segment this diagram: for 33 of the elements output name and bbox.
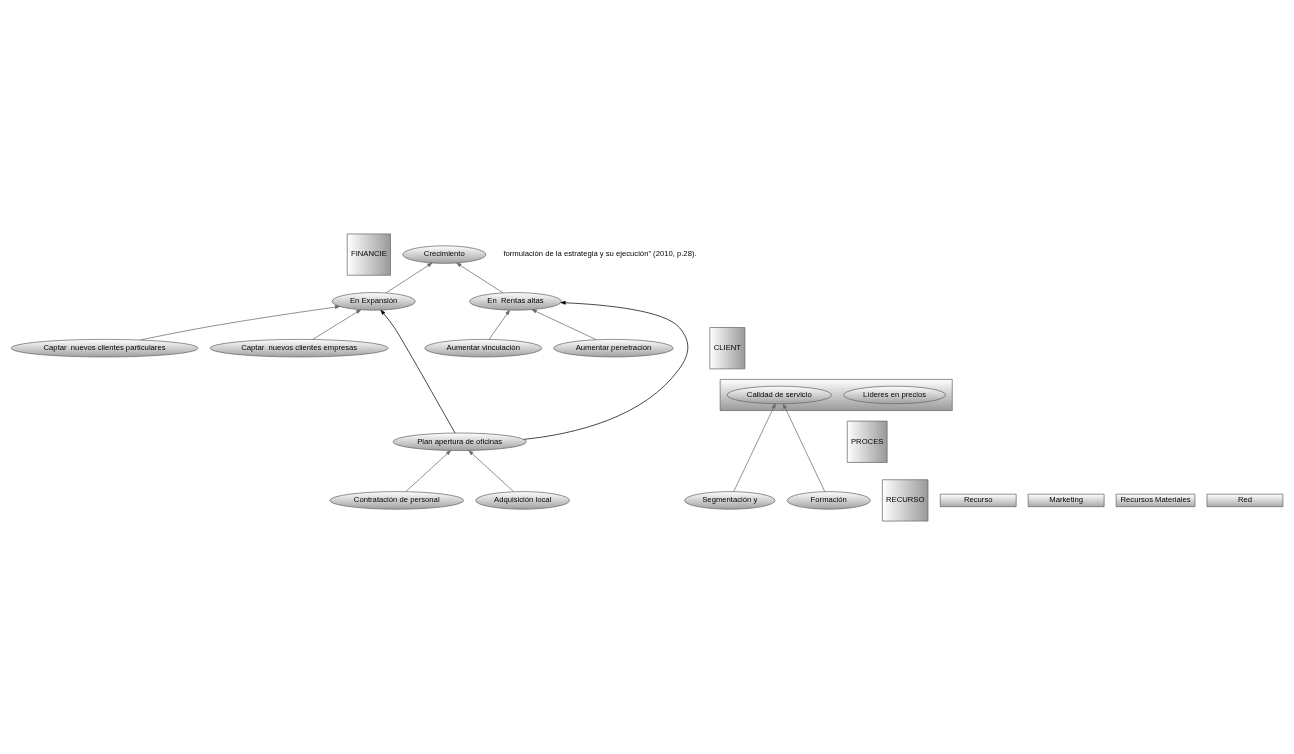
node-ellipse: Calidad de servicio — [726, 385, 832, 404]
node-box: FINANCIE — [346, 233, 391, 276]
arrow — [140, 304, 340, 340]
node-ellipse: Líderes en precios — [843, 385, 946, 404]
arrow — [733, 403, 776, 492]
node-ellipse: Contratación de personal — [329, 490, 464, 510]
node-box: Recurso — [939, 493, 1017, 507]
node-ellipse: Aumentar vinculación — [424, 338, 543, 357]
arrow — [405, 449, 451, 492]
node-box: RECURSO — [882, 478, 929, 521]
arrow — [380, 309, 456, 433]
node-box: Recursos Materiales — [1115, 493, 1196, 507]
arrow — [782, 403, 826, 492]
node-ellipse: Captar nuevos clientes particulares — [10, 338, 199, 357]
arrow — [488, 309, 510, 340]
arrow — [456, 262, 504, 293]
node-ellipse: Segmentación y — [684, 490, 776, 510]
node-ellipse: Adquisición local — [475, 490, 570, 510]
node-box: Marketing — [1027, 493, 1105, 507]
arrow — [523, 300, 689, 440]
node-box: Red — [1206, 493, 1284, 507]
node-ellipse: Crecimiento — [402, 244, 487, 264]
node-ellipse: Aumentar penetración — [553, 338, 674, 357]
label: formulación de la estrategia y su ejecución” (2010, p.28). — [503, 248, 697, 258]
node-ellipse: Formación — [786, 490, 871, 510]
arrow — [468, 449, 514, 492]
node-ellipse: Plan apertura de oficinas — [392, 432, 527, 451]
node-box: CLIENT — [709, 326, 746, 369]
arrow — [531, 308, 597, 340]
node-ellipse: Captar nuevos clientes empresas — [209, 338, 389, 357]
arrow — [385, 262, 433, 293]
arrow — [312, 308, 362, 340]
node-box: PROCES — [846, 420, 888, 463]
